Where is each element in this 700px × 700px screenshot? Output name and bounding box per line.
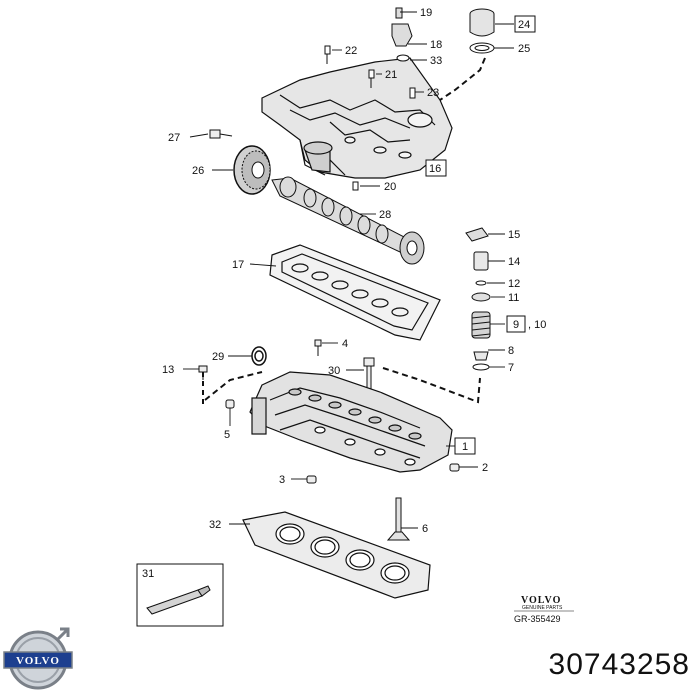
- head-gasket: [242, 511, 431, 599]
- head-bolt-30: [363, 357, 375, 405]
- leader-lines: [183, 11, 514, 529]
- bolt-27: [209, 129, 233, 139]
- callout-9: 9: [513, 319, 519, 331]
- valve-spring: [471, 311, 491, 339]
- camshaft: [271, 176, 425, 265]
- assembly-line-left: [204, 371, 263, 401]
- oil-filler-cap: [469, 8, 495, 54]
- valve-cover: [261, 57, 453, 179]
- callout-29: 29: [212, 351, 224, 363]
- bolt-22: [324, 45, 331, 64]
- callout-4: 4: [342, 338, 348, 350]
- callout-13: 13: [162, 364, 174, 376]
- callout-27: 27: [168, 132, 180, 144]
- valve: [386, 497, 411, 541]
- camshaft-sensor: [391, 7, 413, 62]
- callout-box-16: 16: [425, 159, 447, 177]
- cylinder-head: [249, 371, 453, 473]
- callout-box-9: 9: [506, 315, 526, 333]
- assembly-line-right: [382, 367, 481, 404]
- brand-subtitle: GENUINE PARTS: [522, 605, 563, 611]
- callout-23: 23: [427, 87, 439, 99]
- callout-1: 1: [462, 441, 468, 453]
- callout-24: 24: [518, 19, 530, 31]
- callout-14: 14: [508, 256, 520, 268]
- callout-10: , 10: [528, 319, 546, 331]
- callout-26: 26: [192, 165, 204, 177]
- bolt-4: [314, 339, 322, 356]
- assembly-line-cap: [439, 57, 486, 101]
- callout-19: 19: [420, 7, 432, 19]
- hydraulic-lifter: [473, 251, 489, 271]
- logo-wordmark: VOLVO: [16, 655, 60, 667]
- callout-5: 5: [224, 429, 230, 441]
- plug-2: [449, 463, 460, 472]
- callout-box-24: 24: [514, 15, 536, 33]
- callout-30: 30: [328, 365, 340, 377]
- callout-25: 25: [518, 43, 530, 55]
- dowel-5: [225, 399, 235, 409]
- callout-31: 31: [142, 568, 154, 580]
- bolt-20: [352, 181, 359, 191]
- callout-15: 15: [508, 229, 520, 241]
- callout-12: 12: [508, 278, 520, 290]
- valve-keeper: [475, 280, 487, 286]
- bolt-21: [368, 69, 375, 88]
- camshaft-seal: [251, 346, 267, 366]
- volvo-logo: VOLVO: [3, 627, 73, 690]
- camshaft-sprocket: [233, 145, 271, 195]
- callout-32: 32: [209, 519, 221, 531]
- callout-2: 2: [482, 462, 488, 474]
- valve-stem-seal: [473, 351, 489, 361]
- callout-11: 11: [508, 292, 519, 304]
- plug-3: [306, 475, 317, 484]
- callout-20: 20: [384, 181, 396, 193]
- bolt-13: [198, 365, 208, 380]
- callout-33: 33: [430, 55, 442, 67]
- part-number: 30743258: [548, 648, 690, 681]
- cam-follower: [465, 227, 489, 242]
- valve-cover-gasket: [269, 244, 441, 341]
- callout-18: 18: [430, 39, 442, 51]
- callout-17: 17: [232, 259, 244, 271]
- callout-7: 7: [508, 362, 514, 374]
- callout-box-1: 1: [454, 437, 476, 455]
- brand-label: VOLVO: [521, 595, 562, 606]
- callout-8: 8: [508, 345, 514, 357]
- sealant-box: [136, 563, 224, 627]
- callout-3: 3: [279, 474, 285, 486]
- callout-6: 6: [422, 523, 428, 535]
- spring-retainer: [471, 292, 491, 302]
- callout-21: 21: [385, 69, 397, 81]
- callout-16: 16: [429, 163, 441, 175]
- reference-code: GR-355429: [514, 614, 561, 624]
- callout-22: 22: [345, 45, 357, 57]
- callout-28: 28: [379, 209, 391, 221]
- spring-seat: [472, 363, 490, 371]
- bolt-23: [409, 87, 416, 99]
